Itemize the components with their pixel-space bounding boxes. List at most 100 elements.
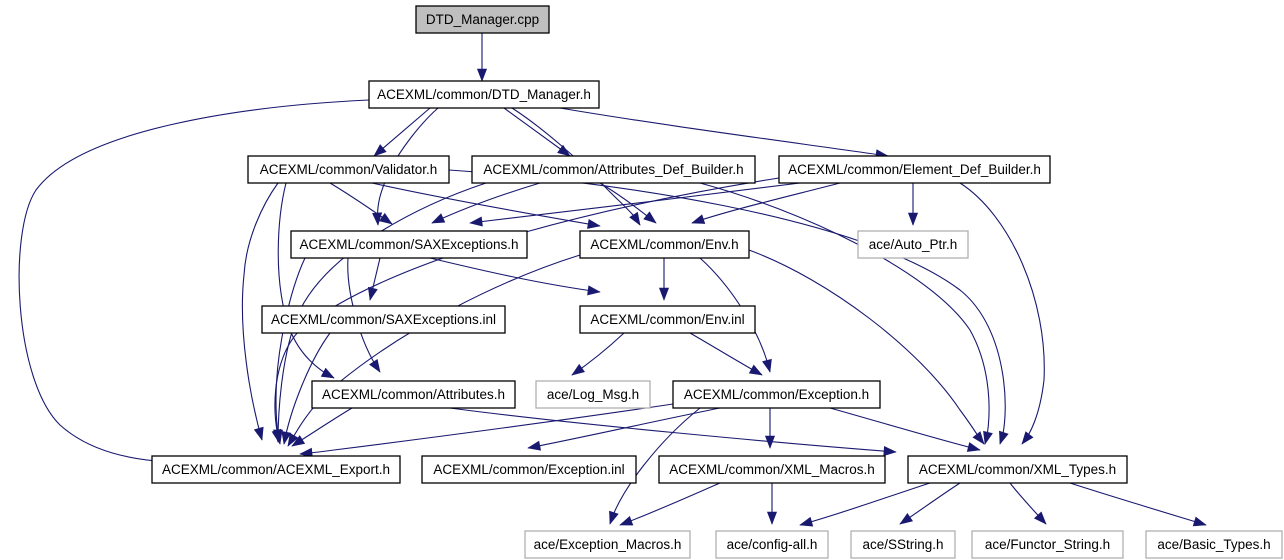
node-box-sstring_h[interactable] — [850, 530, 956, 559]
node-functor_string_h[interactable]: ace/Functor_String.h — [971, 530, 1124, 559]
node-xml_types_h[interactable]: ACEXML/common/XML_Types.h — [907, 455, 1128, 484]
arrowhead-env_h — [629, 211, 641, 226]
node-box-config_all_h[interactable] — [715, 530, 829, 559]
node-box-saxexc_inl[interactable] — [261, 305, 506, 334]
arrowhead-env_h — [691, 214, 706, 224]
node-label-export_h: ACEXML/common/ACEXML_Export.h — [162, 462, 390, 477]
node-label-basic_types_h: ace/Basic_Types.h — [1157, 537, 1270, 552]
node-basic_types_h[interactable]: ace/Basic_Types.h — [1145, 530, 1283, 559]
node-label-saxexc_h: ACEXML/common/SAXExceptions.h — [299, 237, 518, 252]
arrowhead-export_h — [272, 430, 283, 445]
node-box-exception_h[interactable] — [672, 380, 881, 409]
arrowhead-env_inl — [658, 287, 670, 301]
node-validator_h[interactable]: ACEXML/common/Validator.h — [247, 155, 450, 184]
node-box-xml_macros_h[interactable] — [658, 455, 886, 484]
node-exception_inl[interactable]: ACEXML/common/Exception.inl — [421, 455, 637, 484]
node-label-exception_inl: ACEXML/common/Exception.inl — [433, 462, 624, 477]
edge-dtd_manager_h-to-elemdef_h — [559, 107, 889, 157]
arrowhead-saxexc_inl — [367, 286, 378, 301]
arrowhead-env_h — [643, 211, 657, 224]
arrowhead-attributes_h — [369, 358, 381, 373]
edge-elemdef_h-to-env_h — [691, 182, 841, 224]
arrowhead-env_h — [587, 285, 601, 296]
node-elemdef_h[interactable]: ACEXML/common/Element_Def_Builder.h — [778, 155, 1051, 184]
arrowhead-xml_types_h — [1021, 431, 1034, 445]
node-label-env_inl: ACEXML/common/Env.inl — [590, 312, 744, 327]
node-label-attrdef_h: ACEXML/common/Attributes_Def_Builder.h — [483, 162, 743, 177]
node-saxexc_h[interactable]: ACEXML/common/SAXExceptions.h — [290, 230, 528, 259]
edge-attrdef_h-to-xml_types_h — [699, 182, 990, 445]
node-export_h[interactable]: ACEXML/common/ACEXML_Export.h — [151, 455, 401, 484]
node-dtd_manager_h[interactable]: ACEXML/common/DTD_Manager.h — [368, 80, 600, 109]
node-box-dtd_manager_cpp[interactable] — [415, 5, 550, 34]
edge-attrdef_h-to-export_h — [277, 182, 487, 443]
node-box-attributes_h[interactable] — [311, 380, 516, 409]
node-box-auto_ptr_h[interactable] — [857, 230, 969, 259]
edges-layer — [18, 33, 1207, 527]
edge-xml_types_h-to-basic_types_h — [1069, 482, 1207, 526]
arrowhead-basic_types_h — [1192, 516, 1207, 527]
node-xml_macros_h[interactable]: ACEXML/common/XML_Macros.h — [658, 455, 886, 484]
node-box-validator_h[interactable] — [247, 155, 450, 184]
node-box-functor_string_h[interactable] — [971, 530, 1124, 559]
arrowhead-xml_types_h — [999, 430, 1009, 445]
node-saxexc_inl[interactable]: ACEXML/common/SAXExceptions.inl — [261, 305, 506, 334]
node-label-env_h: ACEXML/common/Env.h — [590, 237, 738, 252]
arrowhead-saxexc_h — [469, 216, 483, 227]
edge-xml_macros_h-to-exc_macros_h — [619, 482, 721, 526]
node-log_msg_h[interactable]: ace/Log_Msg.h — [535, 380, 651, 409]
node-attributes_h[interactable]: ACEXML/common/Attributes.h — [311, 380, 516, 409]
node-env_inl[interactable]: ACEXML/common/Env.inl — [579, 305, 756, 334]
node-dtd_manager_cpp[interactable]: DTD_Manager.cpp — [415, 5, 550, 34]
edge-dtd_manager_h-to-attrdef_h — [503, 107, 571, 157]
edge-exception_h-to-exc_macros_h — [609, 407, 701, 525]
node-label-exc_macros_h: ace/Exception_Macros.h — [534, 537, 682, 552]
arrowhead-export_h — [281, 430, 292, 445]
arrowhead-functor_string_h — [1033, 511, 1047, 525]
arrowhead-env_h — [587, 218, 601, 229]
nodes-layer: DTD_Manager.cppACEXML/common/DTD_Manager… — [151, 5, 1283, 559]
arrowhead-config_all_h — [766, 511, 778, 525]
node-exc_macros_h[interactable]: ace/Exception_Macros.h — [524, 530, 691, 559]
node-env_h[interactable]: ACEXML/common/Env.h — [579, 230, 750, 259]
arrowhead-exception_h — [762, 358, 772, 373]
edge-saxexc_h-to-export_h — [275, 257, 306, 445]
arrowhead-validator_h — [373, 144, 387, 157]
edge-exception_h-to-export_h — [299, 403, 674, 455]
arrowhead-exc_macros_h — [619, 515, 634, 526]
node-auto_ptr_h[interactable]: ace/Auto_Ptr.h — [857, 230, 969, 259]
node-label-xml_macros_h: ACEXML/common/XML_Macros.h — [669, 462, 875, 477]
node-label-elemdef_h: ACEXML/common/Element_Def_Builder.h — [788, 162, 1041, 177]
edge-elemdef_h-to-xml_types_h — [959, 182, 1045, 445]
node-box-exc_macros_h[interactable] — [524, 530, 691, 559]
node-box-log_msg_h[interactable] — [535, 380, 651, 409]
arrowhead-attributes_h — [320, 367, 335, 379]
node-exception_h[interactable]: ACEXML/common/Exception.h — [672, 380, 881, 409]
arrowhead-saxexc_h — [431, 213, 446, 224]
node-config_all_h[interactable]: ace/config-all.h — [715, 530, 829, 559]
node-box-env_inl[interactable] — [579, 305, 756, 334]
node-box-dtd_manager_h[interactable] — [368, 80, 600, 109]
arrowhead-exc_macros_h — [609, 510, 619, 525]
edge-exception_h-to-xml_types_h — [829, 407, 981, 451]
edge-attributes_h-to-xml_types_h — [449, 407, 897, 453]
node-box-env_h[interactable] — [579, 230, 750, 259]
node-box-attrdef_h[interactable] — [471, 155, 756, 184]
arrowhead-sstring_h — [899, 512, 914, 525]
edge-saxexc_h-to-env_h — [429, 257, 601, 293]
node-box-elemdef_h[interactable] — [778, 155, 1051, 184]
arrowhead-export_h — [253, 426, 264, 441]
node-box-exception_inl[interactable] — [421, 455, 637, 484]
node-box-saxexc_h[interactable] — [290, 230, 528, 259]
node-attrdef_h[interactable]: ACEXML/common/Attributes_Def_Builder.h — [471, 155, 756, 184]
node-sstring_h[interactable]: ace/SString.h — [850, 530, 956, 559]
edge-env_h-to-xml_types_h — [748, 249, 985, 445]
node-box-xml_types_h[interactable] — [907, 455, 1128, 484]
node-label-exception_h: ACEXML/common/Exception.h — [684, 387, 869, 402]
node-box-export_h[interactable] — [151, 455, 401, 484]
node-label-dtd_manager_cpp: DTD_Manager.cpp — [426, 12, 539, 27]
node-box-basic_types_h[interactable] — [1145, 530, 1283, 559]
arrowhead-exception_h — [748, 364, 763, 376]
